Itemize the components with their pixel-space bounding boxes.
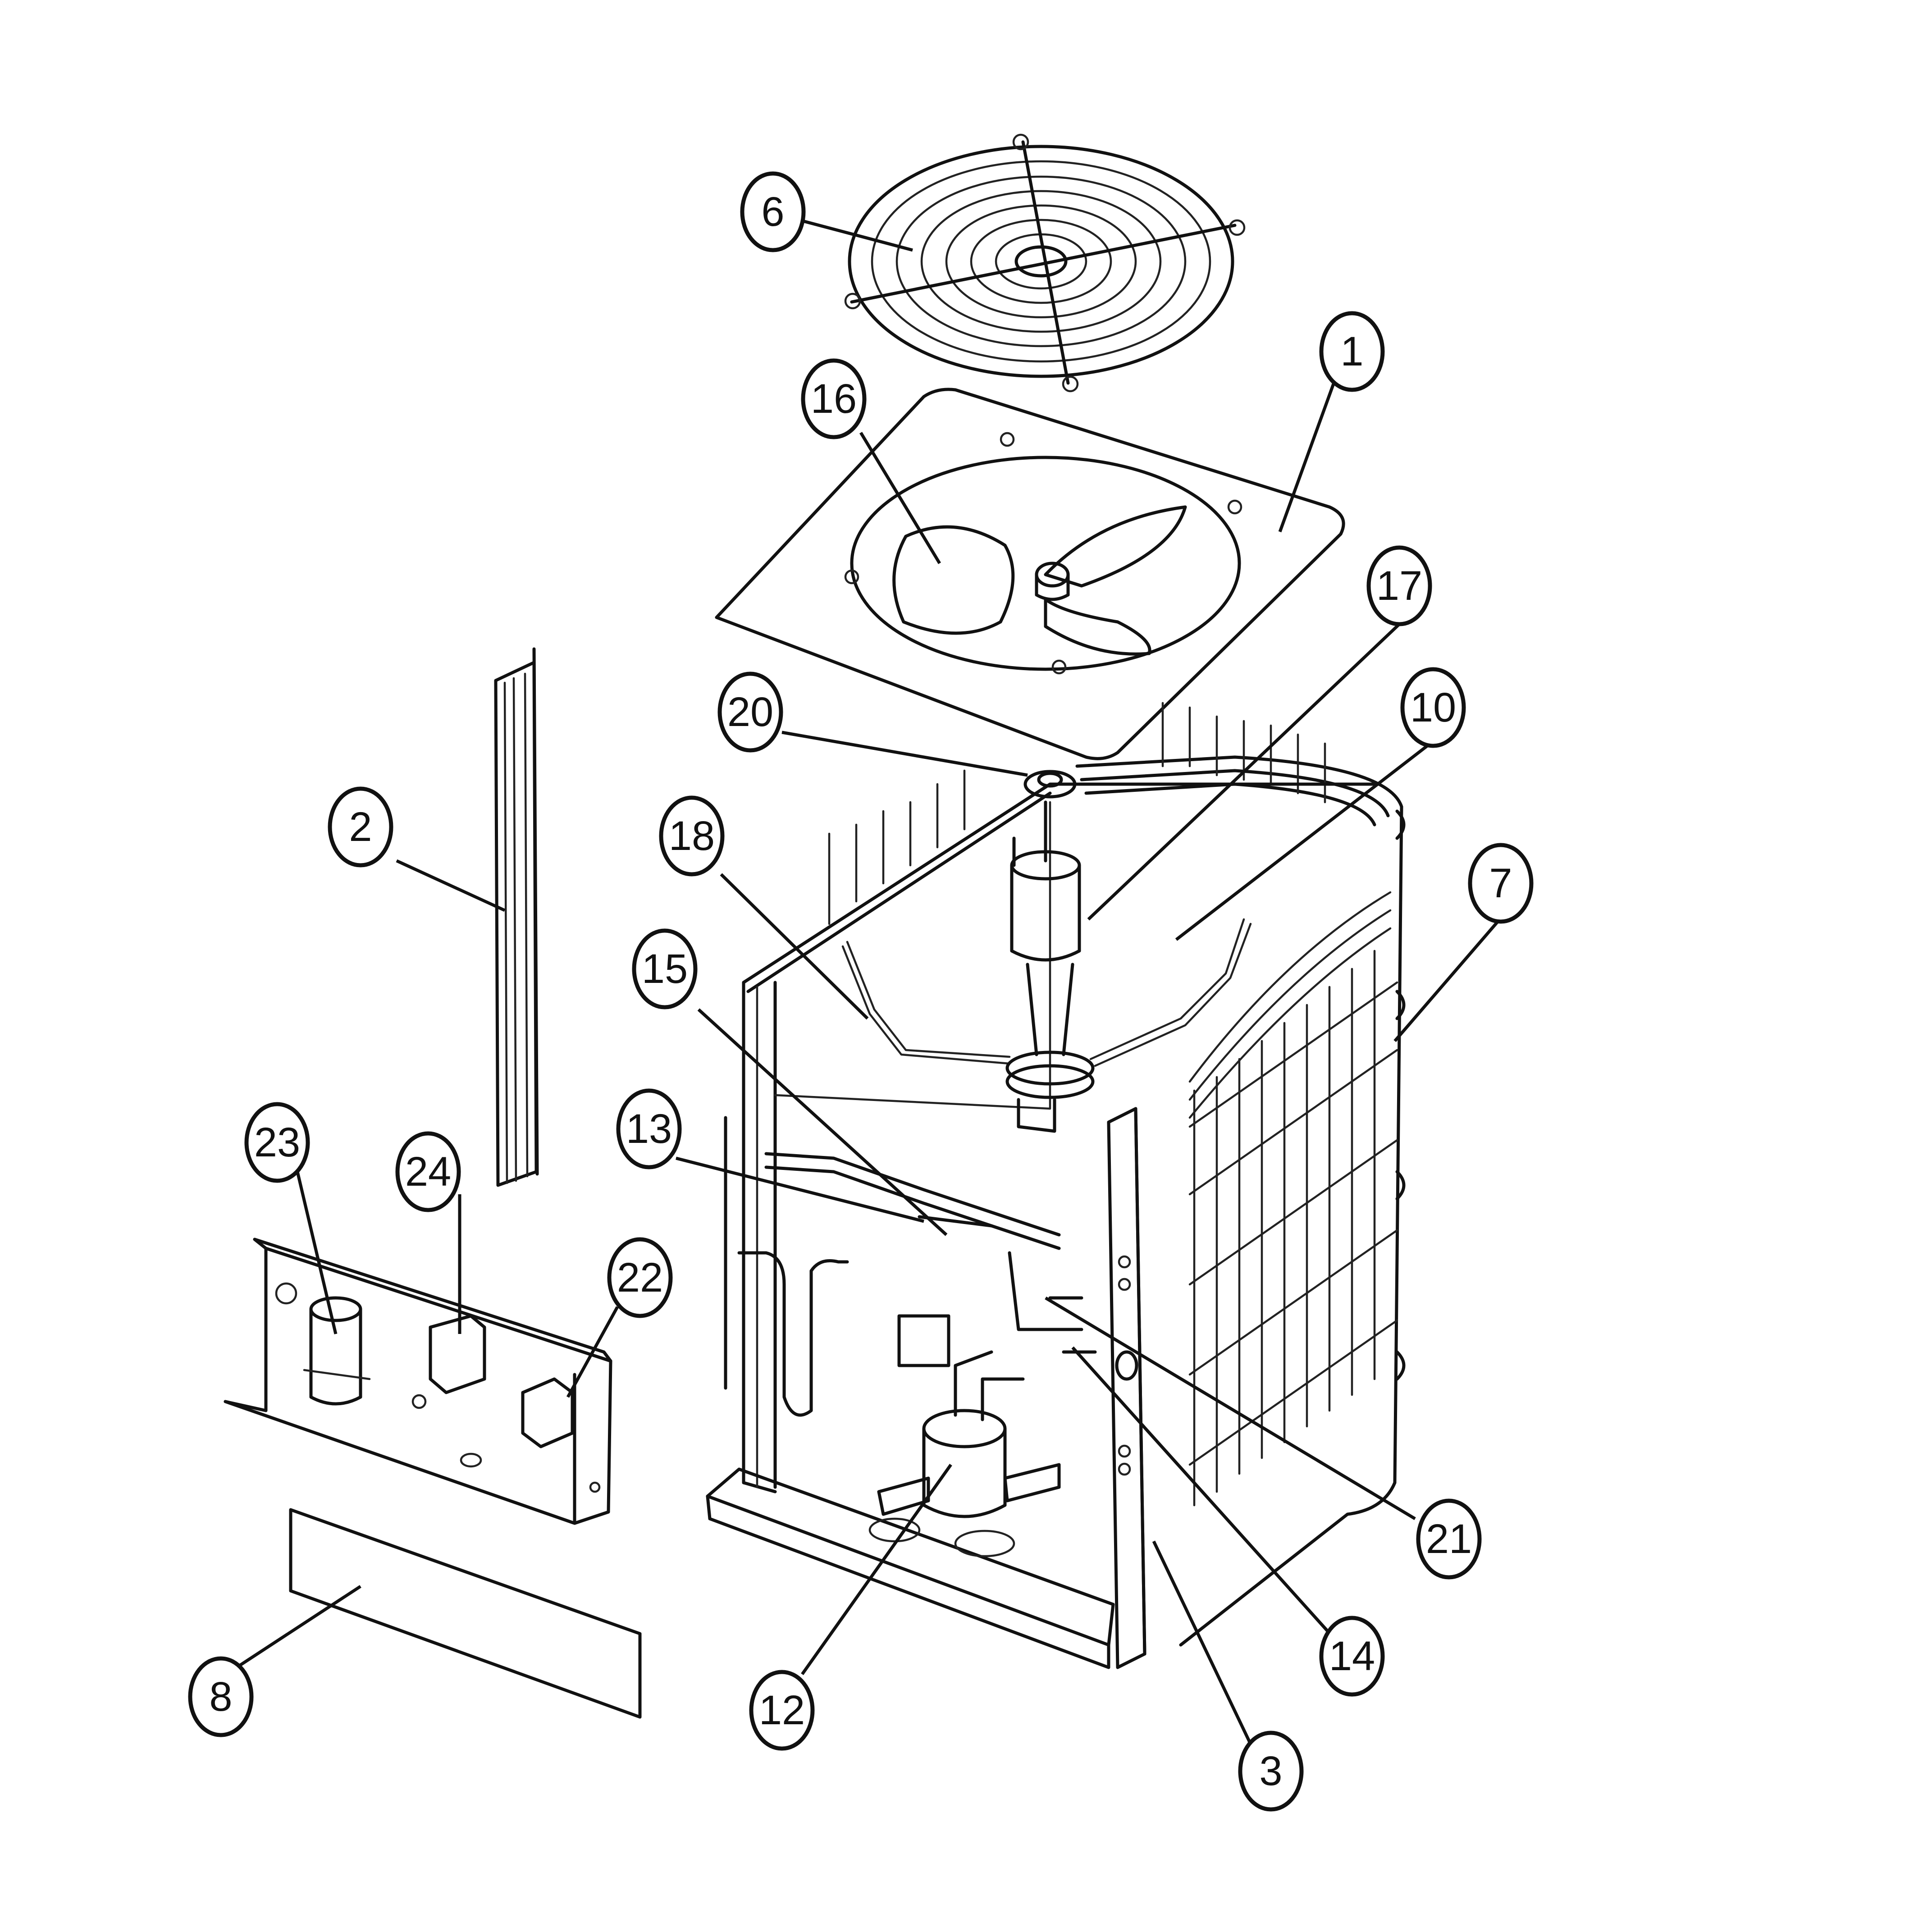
top-panel	[715, 388, 1345, 760]
callout-10: 10	[1400, 667, 1466, 748]
fan-motor-hub	[1023, 770, 1077, 799]
callout-23: 23	[244, 1102, 310, 1183]
callout-8: 8	[188, 1656, 254, 1737]
callout-24: 24	[395, 1131, 461, 1212]
callout-label-14: 14	[1329, 1633, 1375, 1679]
fan-motor	[1010, 800, 1081, 962]
leader-lines	[236, 219, 1509, 1745]
callout-16: 16	[801, 358, 867, 439]
front-panel	[289, 1508, 642, 1719]
fan-guard-grille	[844, 133, 1246, 393]
callout-12: 12	[749, 1670, 815, 1751]
callout-1: 1	[1319, 311, 1385, 392]
callout-label-13: 13	[626, 1106, 672, 1152]
callout-label-1: 1	[1340, 329, 1363, 375]
callout-18: 18	[659, 795, 725, 877]
contactor	[429, 1314, 486, 1394]
callout-label-8: 8	[209, 1674, 232, 1720]
cabinet	[706, 702, 1406, 1669]
callout-label-20: 20	[727, 689, 773, 735]
callout-label-16: 16	[811, 376, 857, 422]
terminal-block	[521, 1377, 574, 1448]
callout-20: 20	[717, 671, 783, 753]
callout-label-18: 18	[669, 813, 715, 859]
fan-blade	[892, 505, 1187, 656]
callout-2: 2	[328, 786, 393, 868]
callout-15: 15	[632, 928, 698, 1009]
callout-label-24: 24	[405, 1149, 451, 1195]
compressor	[868, 1350, 1061, 1557]
callout-label-6: 6	[761, 189, 784, 235]
callout-label-12: 12	[759, 1687, 805, 1733]
callout-21: 21	[1416, 1498, 1482, 1580]
callout-label-10: 10	[1410, 685, 1456, 731]
tubing	[724, 1116, 1097, 1417]
corner-post	[494, 647, 539, 1187]
callout-3: 3	[1238, 1731, 1304, 1812]
callout-22: 22	[607, 1237, 673, 1318]
callout-label-17: 17	[1376, 563, 1422, 609]
callout-14: 14	[1319, 1616, 1385, 1697]
control-panel	[224, 1238, 612, 1525]
callout-6: 6	[740, 171, 806, 252]
motor-mount-bracket	[841, 918, 1252, 1133]
callout-label-23: 23	[254, 1119, 300, 1165]
callout-13: 13	[616, 1088, 682, 1169]
condenser-coil	[1188, 809, 1406, 1507]
callout-label-7: 7	[1489, 860, 1512, 906]
callout-label-21: 21	[1426, 1516, 1472, 1562]
access-panel	[1107, 1107, 1146, 1669]
callout-label-2: 2	[349, 804, 372, 850]
capacitor	[303, 1296, 371, 1406]
callout-label-22: 22	[617, 1255, 663, 1301]
callout-label-3: 3	[1259, 1748, 1282, 1794]
callout-label-15: 15	[642, 946, 688, 992]
callout-17: 17	[1366, 545, 1432, 626]
callout-7: 7	[1468, 843, 1534, 924]
